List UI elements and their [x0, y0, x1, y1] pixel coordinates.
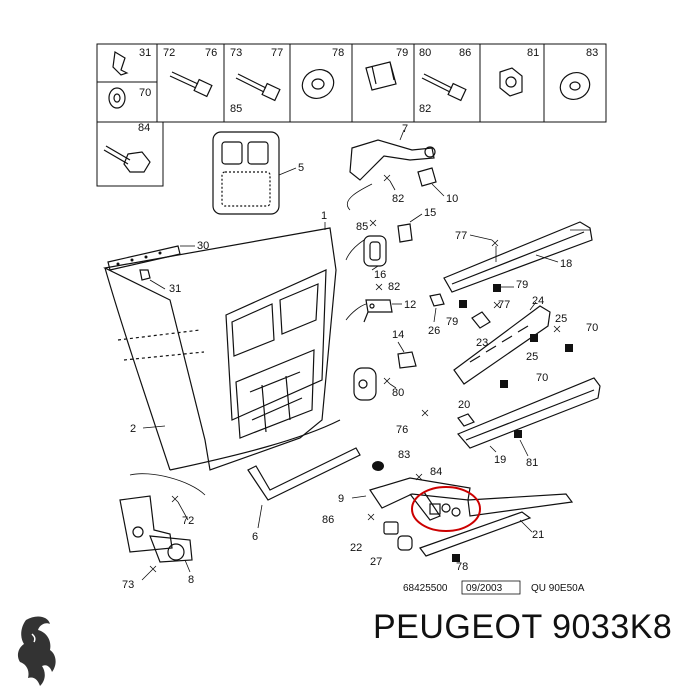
rail-19: 20 76 19 81 — [396, 377, 601, 469]
label-70-a: 70 — [586, 322, 598, 334]
label-77-b: 77 — [498, 299, 510, 311]
parts-header-table: 31 70 72 76 73 77 85 78 79 80 86 82 81 8… — [96, 43, 607, 187]
washer-83-icon — [559, 72, 591, 100]
upper-roller-7: 7 82 10 — [347, 123, 458, 211]
label-84: 84 — [138, 122, 150, 134]
label-85: 85 — [230, 103, 242, 115]
reference-line: 68425500 09/2003 QU 90E50A — [403, 580, 585, 595]
label-12: 12 — [404, 299, 416, 311]
rail-18: 77 18 — [443, 221, 593, 293]
label-19: 19 — [494, 454, 506, 466]
label-1: 1 — [321, 210, 327, 222]
ref-code: 68425500 — [403, 583, 448, 594]
guide-24: 79 79 77 23 24 25 70 25 70 — [446, 279, 598, 388]
label-82: 82 — [419, 103, 431, 115]
label-79-b: 79 — [446, 316, 458, 328]
label-30: 30 — [197, 240, 209, 252]
label-79: 79 — [396, 47, 408, 59]
strip-30: 30 31 — [107, 240, 209, 295]
label-86: 86 — [459, 47, 471, 59]
part-title: PEUGEOT 9033K8 — [373, 608, 693, 647]
label-9: 9 — [338, 493, 344, 505]
label-14: 14 — [392, 329, 404, 341]
panel-5: 5 — [212, 131, 304, 215]
label-24: 24 — [532, 295, 544, 307]
label-84-main: 84 — [430, 466, 442, 478]
label-78: 78 — [332, 47, 344, 59]
label-20: 20 — [458, 399, 470, 411]
label-8: 8 — [188, 574, 194, 586]
lock-14: 14 80 — [353, 329, 417, 401]
label-15: 15 — [424, 207, 436, 219]
label-82-a: 82 — [392, 193, 404, 205]
label-25-b: 25 — [526, 351, 538, 363]
label-31-main: 31 — [169, 283, 181, 295]
label-77-a: 77 — [455, 230, 467, 242]
striker-12: 82 12 26 — [345, 281, 445, 337]
rod-6: 6 — [247, 447, 361, 543]
label-81-main: 81 — [526, 457, 538, 469]
cage-nut-79-icon — [365, 61, 397, 91]
label-16: 16 — [374, 269, 386, 281]
ref-date: 09/2003 — [466, 583, 503, 594]
label-81: 81 — [527, 47, 539, 59]
nut-81-icon — [499, 67, 523, 97]
label-5: 5 — [298, 162, 304, 174]
label-72-main: 72 — [182, 515, 194, 527]
peugeot-lion-logo — [17, 616, 56, 686]
label-78-main: 78 — [456, 561, 468, 573]
label-31: 31 — [139, 47, 151, 59]
label-10: 10 — [446, 193, 458, 205]
label-76: 76 — [205, 47, 217, 59]
label-23: 23 — [476, 337, 488, 349]
label-85-main: 85 — [356, 221, 368, 233]
label-7: 7 — [402, 123, 408, 135]
label-79-a: 79 — [516, 279, 528, 291]
brand-name: PEUGEOT — [373, 608, 543, 646]
bolt-80-icon — [421, 73, 467, 102]
door-skin-2: 2 — [104, 267, 341, 471]
label-80: 80 — [419, 47, 431, 59]
label-83: 83 — [586, 47, 598, 59]
label-27: 27 — [370, 556, 382, 568]
label-26: 26 — [428, 325, 440, 337]
label-86-main: 86 — [322, 514, 334, 526]
highlight-circle — [411, 486, 481, 532]
part-number: 9033K8 — [552, 608, 673, 646]
lower-arm-9: 83 84 9 21 86 22 27 78 — [322, 449, 574, 573]
label-18: 18 — [560, 258, 572, 270]
label-21: 21 — [532, 529, 544, 541]
bolt-73-icon — [235, 73, 281, 102]
label-73: 73 — [230, 47, 242, 59]
label-77: 77 — [271, 47, 283, 59]
label-25-a: 25 — [555, 313, 567, 325]
label-22: 22 — [350, 542, 362, 554]
label-73-main: 73 — [122, 579, 134, 591]
ref-qu: QU 90E50A — [531, 583, 585, 594]
label-6: 6 — [252, 531, 258, 543]
label-83-main: 83 — [398, 449, 410, 461]
lower-hinge-assembly: 72 73 8 — [119, 473, 206, 591]
label-72: 72 — [163, 47, 175, 59]
label-2: 2 — [130, 423, 136, 435]
clip-31-icon — [112, 51, 129, 76]
roller-group-16: 85 15 16 — [345, 207, 436, 281]
label-76: 76 — [396, 424, 408, 436]
label-70-b: 70 — [536, 372, 548, 384]
washer-78-icon — [301, 69, 335, 99]
sliding-door-1: 1 — [103, 210, 337, 471]
label-82-b: 82 — [388, 281, 400, 293]
washer-70-icon — [108, 87, 126, 109]
bolt-84-icon — [103, 145, 151, 173]
label-70: 70 — [139, 87, 151, 99]
bolt-72-icon — [169, 71, 213, 98]
label-80-main: 80 — [392, 387, 404, 399]
